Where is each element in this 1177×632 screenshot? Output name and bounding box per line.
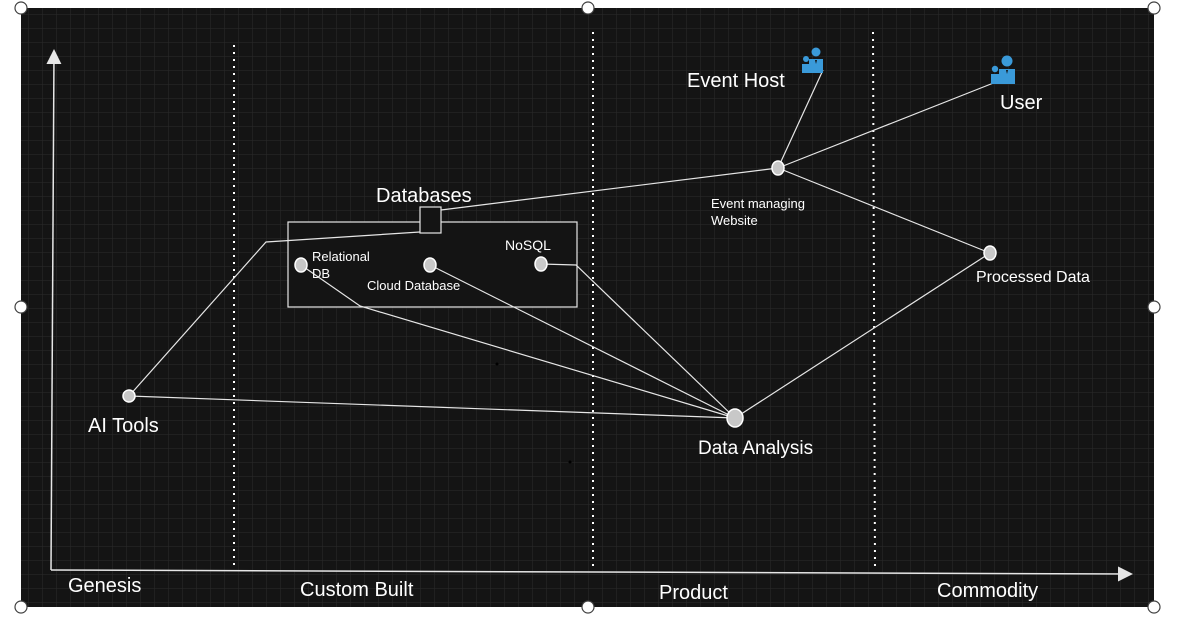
label-ai-tools: AI Tools (88, 415, 159, 437)
link-user-site (777, 81, 997, 169)
resize-handle-top-right[interactable] (1147, 1, 1161, 15)
resize-handle-bottom-center[interactable] (581, 600, 595, 614)
link-nosql-analysis (540, 263, 736, 419)
stray-dot (495, 362, 499, 366)
stage-label-product: Product (659, 582, 728, 604)
node-ai-tools[interactable] (122, 389, 136, 403)
node-relational-db[interactable] (294, 257, 308, 273)
y-axis (46, 49, 62, 571)
label-processed-data: Processed Data (976, 269, 1090, 286)
node-event-site[interactable] (771, 160, 785, 176)
x-axis (50, 566, 1133, 582)
link-ai-analysis (128, 395, 736, 419)
user-icon (991, 55, 1015, 84)
node-cloud-db[interactable] (423, 257, 437, 273)
resize-handle-middle-right[interactable] (1147, 300, 1161, 314)
resize-handle-middle-left[interactable] (14, 300, 28, 314)
label-databases: Databases (376, 185, 472, 207)
databases-connector (419, 206, 442, 234)
stage-label-genesis: Genesis (68, 575, 142, 597)
label-data-analysis: Data Analysis (698, 438, 814, 459)
label-event-host: Event Host (687, 70, 785, 92)
node-nosql[interactable] (534, 256, 548, 272)
label-nosql: NoSQL (505, 237, 551, 253)
map-grid (21, 8, 1154, 607)
label-cloud-db: Cloud Database (367, 278, 461, 293)
link-databases-ai (128, 231, 421, 397)
resize-handle-bottom-left[interactable] (14, 600, 28, 614)
label-user: User (1000, 92, 1043, 114)
link-site-databases (440, 167, 779, 211)
stage-label-commodity: Commodity (937, 580, 1039, 602)
resize-handle-bottom-right[interactable] (1147, 600, 1161, 614)
link-host-site (777, 69, 824, 169)
stray-dot (568, 460, 572, 464)
label-relational-db: Relational DB (312, 249, 370, 281)
resize-handle-top-left[interactable] (14, 1, 28, 15)
link-relational-analysis (300, 264, 736, 419)
link-site-processed (777, 167, 991, 254)
link-processed-analysis (734, 252, 991, 419)
resize-handle-top-center[interactable] (581, 1, 595, 15)
node-processed-data[interactable] (983, 245, 997, 261)
link-cloud-analysis (429, 264, 736, 419)
stage-label-custom-built: Custom Built (300, 579, 414, 601)
node-data-analysis[interactable] (726, 408, 744, 428)
user-icon (802, 47, 823, 73)
label-event-site: Event managing Website (711, 196, 805, 228)
